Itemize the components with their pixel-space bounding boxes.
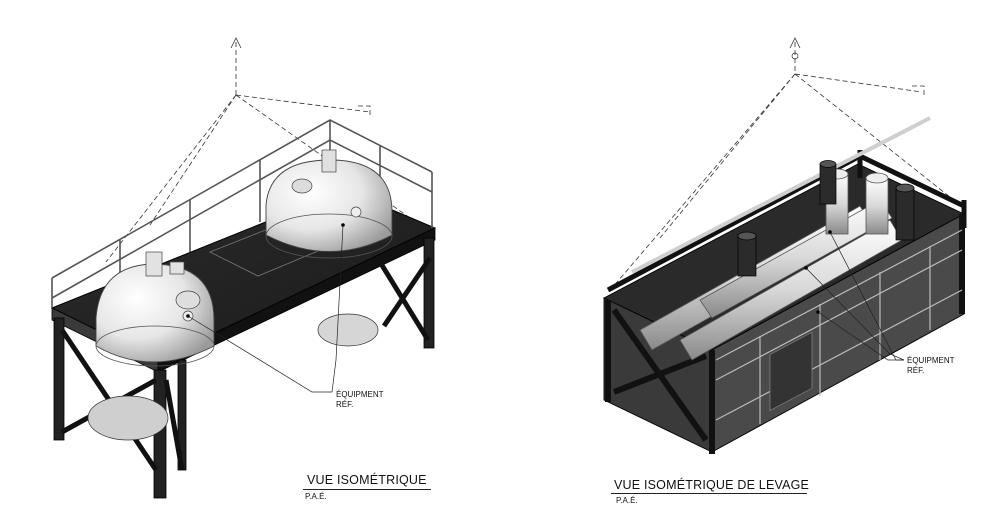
leader-dot [186, 314, 190, 318]
deck-side-face [157, 227, 436, 373]
vessel-front [95, 251, 215, 367]
vessel-back [265, 149, 393, 259]
view-scale-isometric: P.A.É. [305, 492, 327, 501]
pipe-assembly [639, 168, 903, 361]
lifting-sling-lines [611, 42, 961, 289]
frame-rails [715, 229, 963, 424]
lower-vessel-bottom-2 [317, 313, 379, 347]
leader-dot [816, 310, 820, 314]
lift-arrow-icon [230, 37, 242, 49]
callout-line-2: RÉF. [907, 365, 925, 375]
equipment-ref-callout-left: ÉQUIPMENT RÉF. [336, 390, 384, 409]
access-panel [769, 331, 813, 412]
view-title-isometric: VUE ISOMÉTRIQUE [307, 473, 427, 487]
skid-support-frame [53, 237, 435, 499]
leader-dot [828, 230, 832, 234]
spreader-bar [631, 116, 931, 274]
isometric-view-skid [50, 37, 437, 499]
isometric-lifting-view-frame [603, 37, 967, 454]
view-scale-lifting: P.A.É. [616, 496, 638, 505]
leader-dot [804, 266, 808, 270]
callout-line-2: RÉF. [336, 399, 354, 409]
equipment-ref-callout-right: ÉQUIPMENT RÉF. [907, 356, 955, 375]
leader-dot [341, 223, 345, 227]
view-title-lifting: VUE ISOMÉTRIQUE DE LEVAGE [614, 478, 810, 492]
shackle-icon [791, 52, 799, 60]
callout-line-1: ÉQUIPMENT [907, 356, 955, 365]
callout-line-1: ÉQUIPMENT [336, 390, 384, 399]
vertical-vessels [737, 160, 915, 277]
callout-leaders [187, 224, 344, 393]
callout-leaders [805, 231, 905, 361]
lower-vessel-bottom [87, 395, 169, 441]
lift-arrow-icon [789, 37, 801, 49]
title-underline [303, 489, 431, 490]
title-underline [611, 493, 807, 494]
